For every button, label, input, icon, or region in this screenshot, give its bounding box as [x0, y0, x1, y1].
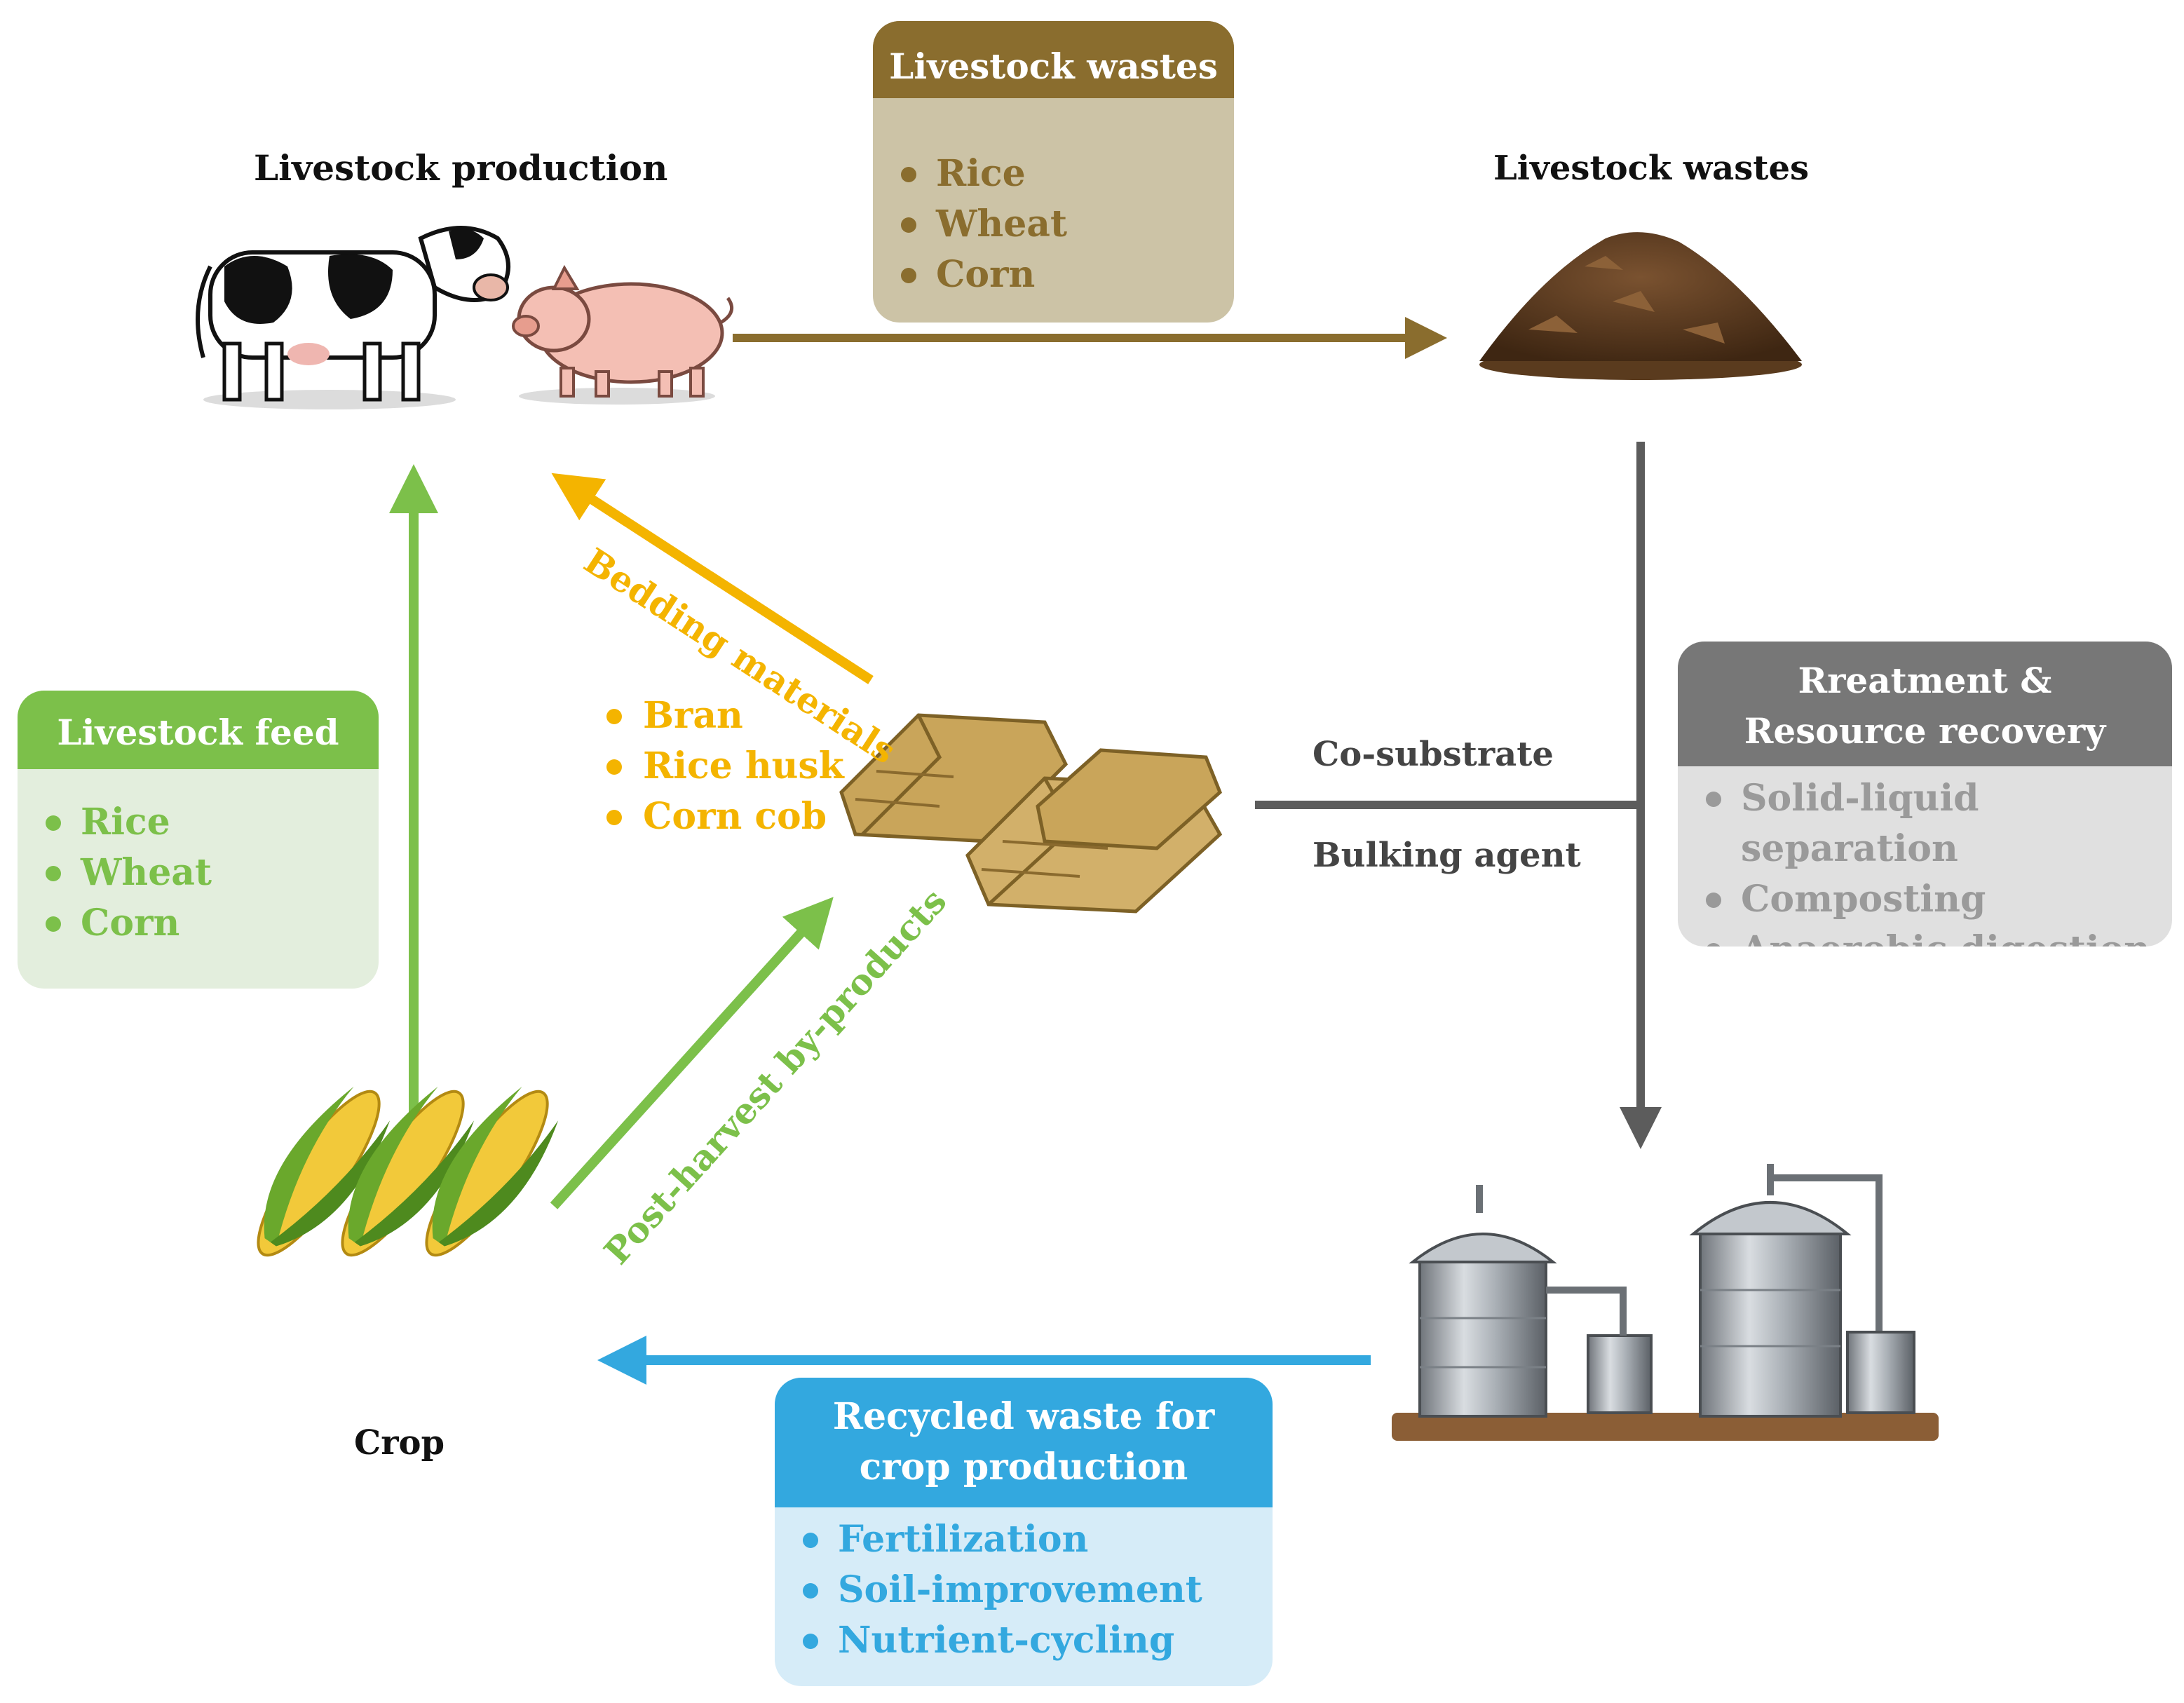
- recycled-title-line2: crop production: [859, 1446, 1188, 1488]
- livestock-feed-box-title: Livestock feed: [18, 691, 379, 769]
- hay-bale-icon: [839, 713, 1223, 914]
- list-item: Corn: [18, 898, 379, 949]
- list-item: Soil-improvement: [775, 1565, 1273, 1615]
- list-item: Rice: [873, 149, 1234, 199]
- list-item: Solid-liquid separation: [1678, 773, 2172, 874]
- cow-icon: [196, 226, 510, 409]
- arrow-post-harvest: [550, 897, 834, 1209]
- list-item: Rice husk: [599, 741, 844, 792]
- treatment-box: Rreatment & Resource recovery Solid-liqu…: [1678, 642, 2172, 947]
- livestock-wastes-box-title: Livestock wastes: [873, 21, 1234, 98]
- list-item: Composting: [1678, 874, 2172, 925]
- list-item: Corn: [873, 250, 1234, 300]
- list-item: Wheat: [18, 848, 379, 898]
- list-item: Wheat: [873, 199, 1234, 250]
- corn-icon: [257, 1086, 559, 1257]
- byproducts-list: Bran Rice husk Corn cob: [599, 691, 844, 842]
- recycled-waste-box: Recycled waste for crop production Ferti…: [775, 1378, 1273, 1686]
- list-item: Fertilization: [775, 1514, 1273, 1565]
- arrow-bedding-materials: [551, 473, 874, 684]
- list-item: Anaerobic digestion: [1678, 925, 2172, 947]
- treatment-box-title: Rreatment & Resource recovery: [1678, 642, 2172, 766]
- treatment-title-line2: Resource recovery: [1744, 710, 2106, 752]
- list-item: Nutrient-cycling: [775, 1615, 1273, 1666]
- recycled-title-line1: Recycled waste for: [832, 1395, 1215, 1438]
- biogas-digester-icon: [1392, 1164, 1939, 1441]
- list-item: Bran: [599, 691, 844, 741]
- livestock-wastes-label: Livestock wastes: [1493, 149, 1809, 188]
- recycled-waste-box-title: Recycled waste for crop production: [775, 1378, 1273, 1507]
- livestock-production-label: Livestock production: [254, 147, 668, 189]
- bulking-agent-label: Bulking agent: [1313, 836, 1581, 875]
- manure-pile-icon: [1479, 232, 1802, 380]
- pig-icon: [512, 264, 734, 405]
- livestock-feed-box: Livestock feed Rice Wheat Corn: [18, 691, 379, 989]
- livestock-wastes-box: Livestock wastes Rice Wheat Corn: [873, 21, 1234, 323]
- co-substrate-label: Co-substrate: [1313, 735, 1554, 774]
- treatment-title-line1: Rreatment &: [1798, 660, 2052, 701]
- crop-label: Crop: [354, 1423, 445, 1463]
- list-item: Corn cob: [599, 792, 844, 842]
- list-item: Rice: [18, 797, 379, 848]
